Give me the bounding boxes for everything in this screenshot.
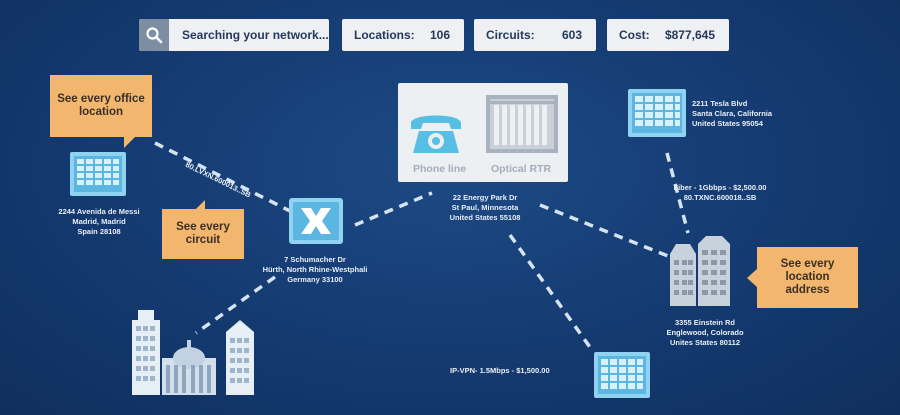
locations-stat: Locations: 106 — [342, 19, 464, 51]
office-callout-text: See every office location — [57, 93, 145, 118]
santa-clara-address: 2211 Tesla Blvd Santa Clara, California … — [692, 99, 772, 129]
fiber-line-2: 80.TXNC.600018..SB — [683, 193, 757, 202]
cost-value: $877,645 — [664, 28, 715, 42]
fiber-line-1: Fiber - 1Gbbps - $2,500.00 — [673, 183, 767, 192]
phone-line-label: Phone line — [413, 163, 467, 175]
madrid-address: 2244 Avenida de Messi Madrid, Madrid Spa… — [44, 207, 154, 237]
address-line: 3355 Einstein Rd — [674, 318, 736, 327]
phone-icon[interactable] — [405, 109, 467, 157]
cost-label: Cost: — [619, 28, 650, 42]
hurth-address: 7 Schumacher Dr Hürth, North Rhine-Westp… — [250, 255, 380, 285]
link-stpaul-englewood — [539, 203, 669, 258]
stpaul-address: 22 Energy Park Dr St Paul, Minnesota Uni… — [425, 193, 545, 223]
optical-router-icon[interactable] — [486, 95, 558, 153]
headquarters-buildings-icon[interactable] — [128, 310, 258, 395]
link-santaclara-englewood — [665, 152, 690, 234]
cost-stat: Cost: $877,645 — [607, 19, 729, 51]
address-line: Germany 33100 — [287, 275, 343, 284]
fiber-link-label: Fiber - 1Gbbps - $2,500.00 80.TXNC.60001… — [660, 183, 780, 203]
circuit-callout: See every circuit — [162, 200, 244, 259]
englewood-address: 3355 Einstein Rd Englewood, Colorado Uni… — [650, 318, 760, 348]
search-button[interactable] — [139, 19, 169, 51]
address-line: Spain 28108 — [77, 227, 121, 236]
device-panel: Phone line Optical RTR — [398, 83, 568, 182]
address-callout-text: See every location address — [780, 258, 835, 296]
address-line: Unites States 80112 — [669, 338, 741, 347]
address-line: United States 95054 — [692, 119, 763, 128]
router-icon[interactable] — [289, 198, 343, 244]
circuit-callout-text: See every circuit — [176, 221, 230, 246]
ipvpn-link-label: IP-VPN- 1.5Mbps - $1,500.00 — [450, 366, 550, 375]
optical-rtr-label: Optical RTR — [491, 163, 552, 175]
address-line: 2244 Avenida de Messi — [58, 207, 140, 216]
address-line: United States 55108 — [449, 213, 521, 222]
address-line: Santa Clara, California — [692, 109, 773, 118]
search-icon — [146, 27, 163, 44]
address-line: Englewood, Colorado — [666, 328, 744, 337]
address-line: Madrid, Madrid — [72, 217, 126, 226]
santa-clara-building-icon[interactable] — [628, 89, 686, 137]
circuits-stat: Circuits: 603 — [474, 19, 596, 51]
search-status-text: Searching your network... — [182, 28, 329, 42]
locations-value: 106 — [429, 28, 450, 42]
link-hurth-stpaul — [354, 191, 433, 227]
address-line: 2211 Tesla Blvd — [692, 99, 748, 108]
office-building-icon[interactable] — [70, 152, 126, 196]
link-hurth-hq — [194, 275, 277, 335]
address-callout: See every location address — [747, 247, 858, 308]
link-stpaul-ipvpn — [508, 233, 594, 352]
address-line: Hürth, North Rhine-Westphali — [262, 265, 368, 274]
circuits-label: Circuits: — [486, 28, 535, 42]
office-callout: See every office location — [50, 75, 152, 148]
circuits-value: 603 — [561, 28, 582, 42]
address-line: 7 Schumacher Dr — [284, 255, 346, 264]
locations-label: Locations: — [354, 28, 415, 42]
search-bar[interactable]: Searching your network... — [139, 19, 329, 51]
address-line: 22 Energy Park Dr — [452, 193, 518, 202]
englewood-buildings-icon[interactable] — [668, 236, 732, 306]
address-line: St Paul, Minnesota — [451, 203, 519, 212]
ipvpn-building-icon[interactable] — [594, 352, 650, 398]
